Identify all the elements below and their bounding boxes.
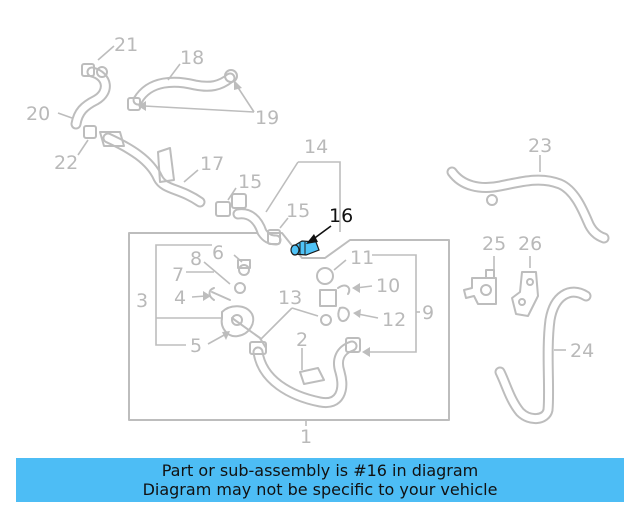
fittings-9-13 <box>316 267 351 326</box>
callout-25: 25 <box>482 233 506 255</box>
callout-7: 7 <box>172 264 184 286</box>
callout-16: 16 <box>329 205 353 227</box>
pipe-24 <box>494 286 592 424</box>
callout-13: 13 <box>278 287 302 309</box>
callout-22: 22 <box>54 152 78 174</box>
pipe-23 <box>446 166 610 244</box>
callout-9: 9 <box>422 302 434 324</box>
bracket-26 <box>511 271 539 317</box>
callout-17: 17 <box>200 153 224 175</box>
banner-line-2: Diagram may not be specific to your vehi… <box>142 480 498 499</box>
info-banner: Part or sub-assembly is #16 in diagram D… <box>16 458 624 502</box>
callout-8: 8 <box>190 248 202 270</box>
callout-11: 11 <box>350 247 374 269</box>
callout-3: 3 <box>136 290 148 312</box>
part-16-highlighted <box>290 240 320 256</box>
callout-19: 19 <box>255 107 279 129</box>
callout-15b: 15 <box>286 200 310 222</box>
part-1-outline <box>128 232 450 421</box>
hose-14-15 <box>215 193 282 246</box>
callout-15a: 15 <box>238 171 262 193</box>
hose-20-21-22 <box>70 63 111 139</box>
housing-3-5 <box>208 259 267 349</box>
callout-6: 6 <box>212 242 224 264</box>
pipe-17 <box>99 131 206 208</box>
callout-21: 21 <box>114 34 138 56</box>
callout-18: 18 <box>180 47 204 69</box>
valve-25 <box>463 269 497 305</box>
callout-10: 10 <box>376 275 400 297</box>
callout-14: 14 <box>304 136 328 158</box>
upper-hose-18 <box>127 69 238 111</box>
callout-12: 12 <box>382 309 406 331</box>
callout-2: 2 <box>296 329 308 351</box>
callout-20: 20 <box>26 103 50 125</box>
parts-diagram: 21 18 20 19 22 17 14 15 15 16 6 8 7 3 4 … <box>26 34 610 448</box>
callout-26: 26 <box>518 233 542 255</box>
callout-24: 24 <box>570 340 594 362</box>
callout-1: 1 <box>300 426 312 448</box>
callout-4: 4 <box>174 287 186 309</box>
banner-line-1: Part or sub-assembly is #16 in diagram <box>161 461 479 480</box>
hose-2-lower <box>249 337 361 409</box>
callout-5: 5 <box>190 335 202 357</box>
callout-23: 23 <box>528 135 552 157</box>
